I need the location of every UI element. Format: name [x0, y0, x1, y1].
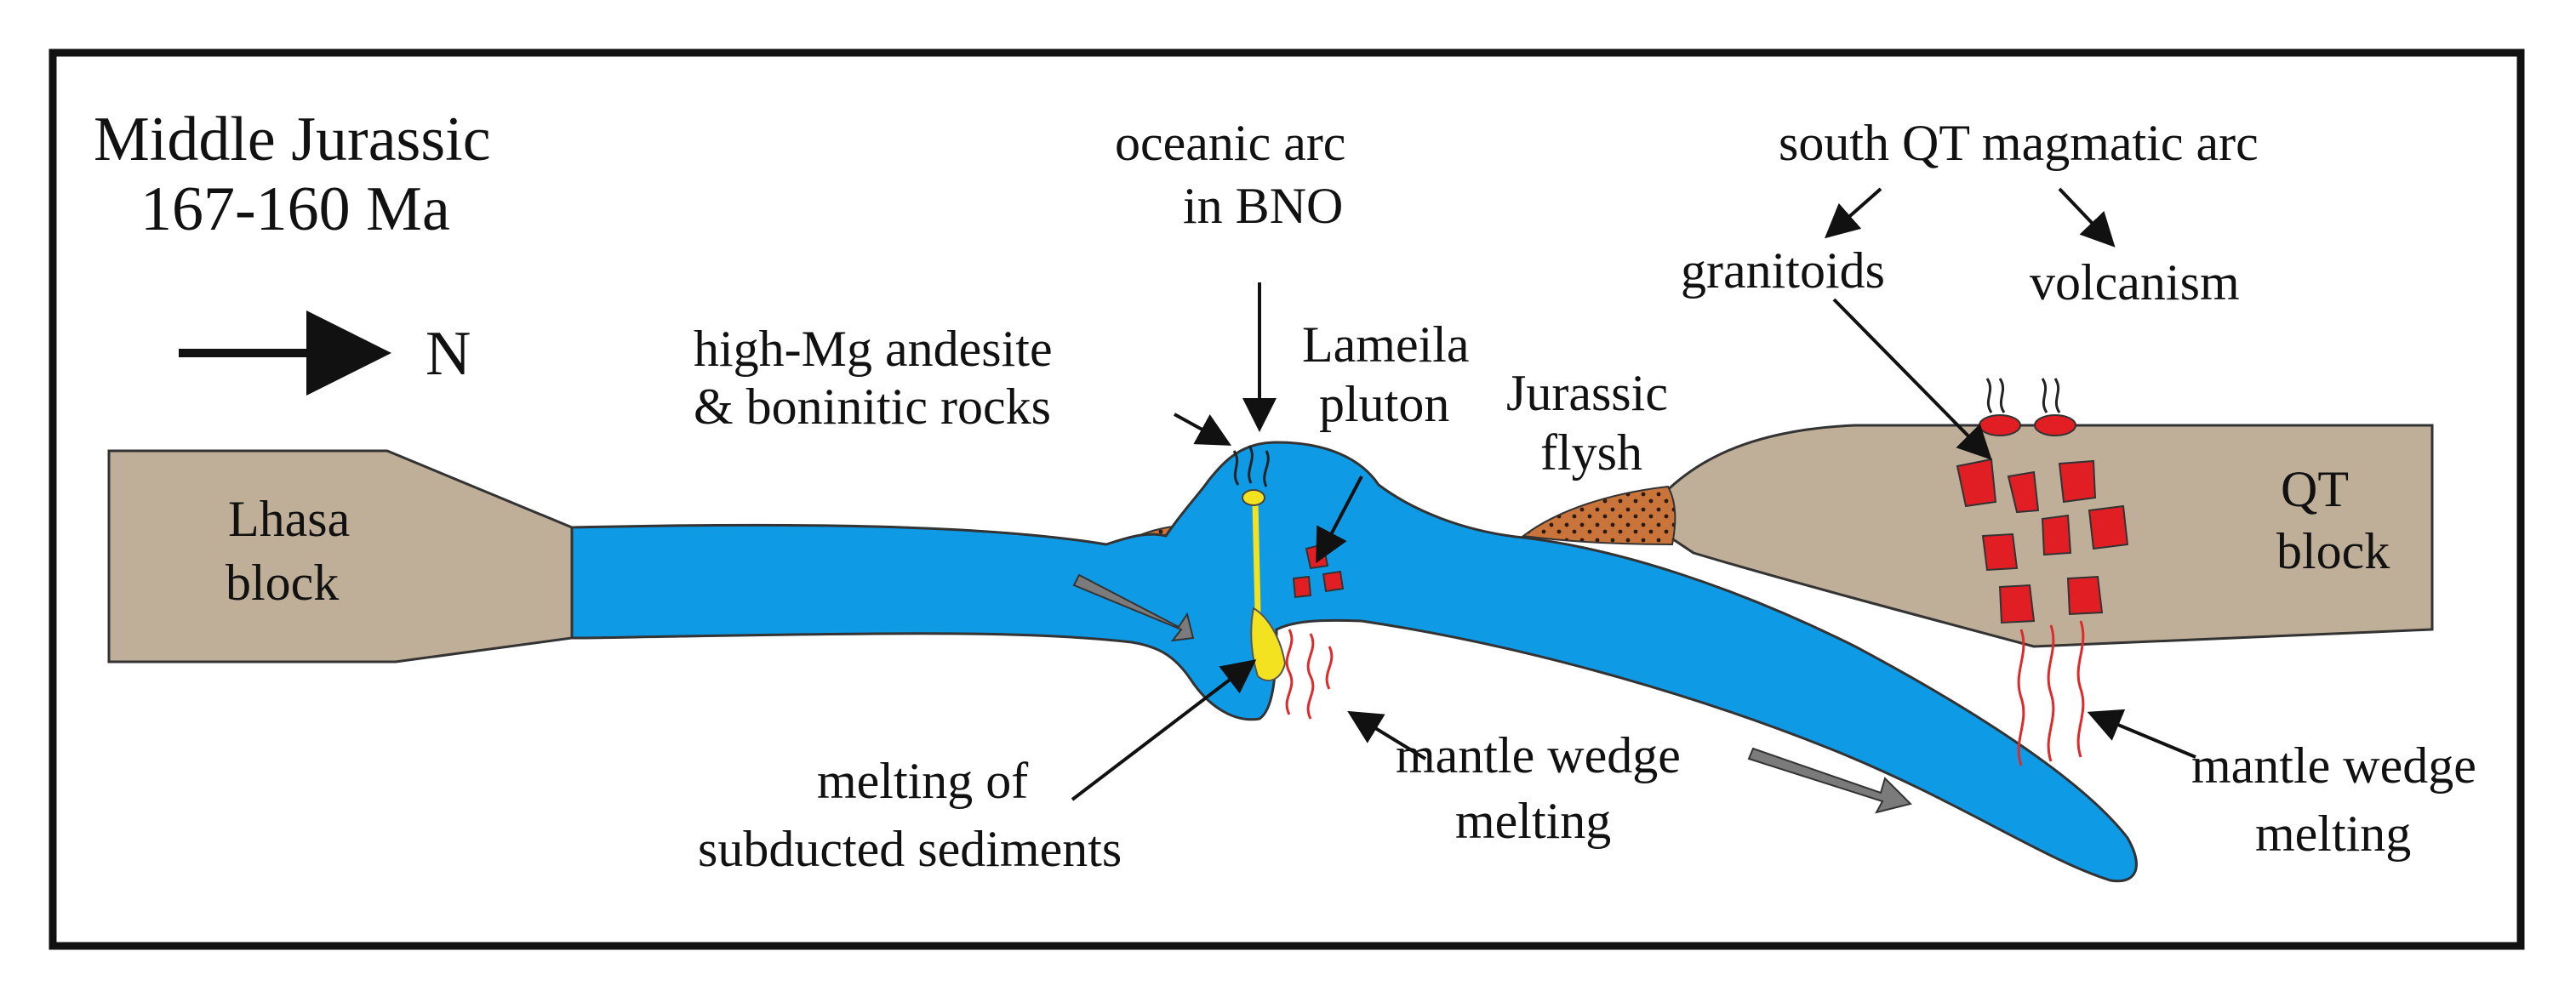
mantle-wedge-melt-paths-2 — [2017, 620, 2085, 766]
lhasa-block-label-line2: block — [226, 555, 339, 611]
diagram-title-line2: 167-160 Ma — [140, 174, 450, 244]
mantle-wedge-melting-1-line1: mantle wedge — [1396, 727, 1681, 783]
qt-granitoids — [1956, 458, 2129, 624]
mantle-wedge-melt-paths-1 — [1285, 629, 1334, 720]
qt-block-label-line2: block — [2276, 523, 2390, 579]
mantle-wedge-melting-1-line2: melting — [1455, 793, 1611, 849]
lameila-pluton-label-line2: pluton — [1319, 376, 1449, 432]
sediment-melt-pocket — [1250, 607, 1287, 681]
arc-volcano-cap — [1242, 489, 1265, 506]
lhasa-block-label-line1: Lhasa — [228, 491, 350, 547]
arc-magma-conduit — [1252, 501, 1261, 613]
melting-sediments-label-line2: subducted sediments — [698, 821, 1122, 877]
qt-volcanic-gas-wisps — [1985, 378, 2061, 413]
diagram-title-line1: Middle Jurassic — [94, 105, 491, 174]
lameila-pluton-label-line1: Lameila — [1302, 316, 1470, 373]
north-label: N — [426, 319, 471, 389]
mantle-wedge-melting-2-line2: melting — [2255, 806, 2411, 862]
callout-arrows — [1071, 187, 2196, 801]
high-mg-andesite-label-line1: high-Mg andesite — [694, 321, 1053, 377]
arc-volcanic-gas-wisps — [1232, 445, 1270, 487]
oceanic-arc-label-line2: in BNO — [1183, 178, 1343, 234]
plate-motion-arrow-1 — [1072, 573, 1195, 642]
jurassic-flysh-sediment — [1521, 485, 1676, 546]
volcanism-label: volcanism — [2030, 254, 2240, 310]
qt-block — [1640, 424, 2434, 648]
jurassic-flysh-label-line2: flysh — [1540, 424, 1642, 481]
plate-motion-arrow-2 — [1747, 747, 1912, 814]
melting-sediments-label-line1: melting of — [817, 753, 1028, 809]
jurassic-flysh-label-line1: Jurassic — [1506, 365, 1668, 421]
oceanic-plate — [570, 441, 2138, 883]
high-mg-andesite-label-line2: & boninitic rocks — [694, 379, 1051, 435]
mantle-wedge-melting-2-line1: mantle wedge — [2191, 738, 2476, 794]
south-qt-magmatic-arc-label: south QT magmatic arc — [1779, 115, 2259, 171]
granitoids-label: granitoids — [1681, 242, 1885, 299]
oceanic-arc-label-line1: oceanic arc — [1115, 115, 1345, 171]
qt-block-label-line1: QT — [2281, 461, 2349, 517]
